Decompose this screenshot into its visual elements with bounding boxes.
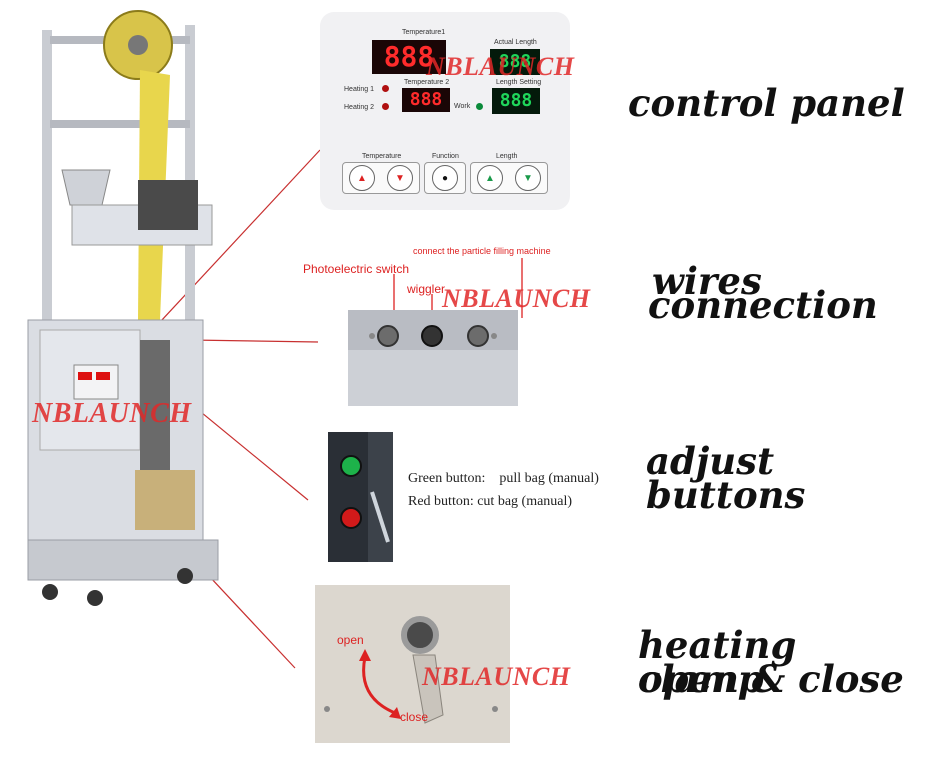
length-setting-label: Length Setting xyxy=(496,79,542,86)
heading-adjust-line2: buttons xyxy=(646,473,806,517)
temp2-label: Temperature 2 xyxy=(404,79,450,86)
temperature-controls: ▲ ▼ xyxy=(342,162,420,194)
heating1-label: Heating 1 xyxy=(344,86,374,93)
green-button-text: Green button: pull bag (manual) xyxy=(408,471,599,486)
wires-connection-image xyxy=(348,310,518,406)
watermark-control-panel: NBLAUNCH xyxy=(426,52,575,81)
work-label: Work xyxy=(454,103,471,110)
temperature-group-label: Temperature xyxy=(362,153,402,160)
temp1-label: Temperature1 xyxy=(402,29,446,36)
temperature-down-button[interactable]: ▼ xyxy=(387,165,413,191)
heating-clamp-image xyxy=(315,585,510,743)
work-led xyxy=(476,103,483,110)
heating2-led xyxy=(382,103,389,110)
clamp-open-label: open xyxy=(337,633,364,647)
temperature-up-button[interactable]: ▲ xyxy=(349,165,375,191)
particle-machine-label: connect the particle filling machine xyxy=(413,246,551,256)
length-controls: ▲ ▼ xyxy=(470,162,548,194)
heading-heating-line1: heating clamp xyxy=(638,623,797,701)
function-controls: ● xyxy=(424,162,466,194)
heading-heating-line2: open & close xyxy=(638,657,904,701)
photoelectric-switch-label: Photoelectric switch xyxy=(303,262,410,276)
wiggler-label: wiggler xyxy=(407,282,446,296)
heading-wires-line1: wires xyxy=(652,259,762,303)
actual-length-display: 888 xyxy=(490,49,540,75)
temp1-display: 888 xyxy=(372,40,446,74)
length-down-button[interactable]: ▼ xyxy=(515,165,541,191)
temp2-display: 888 xyxy=(402,88,450,112)
watermark-wires: NBLAUNCH xyxy=(442,284,591,313)
length-group-label: Length xyxy=(496,153,518,160)
actual-length-label: Actual Length xyxy=(494,39,537,46)
function-button[interactable]: ● xyxy=(432,165,458,191)
control-panel-image: Temperature1 888 Heating 1 Heating 2 Tem… xyxy=(320,12,570,210)
callout-line-wires xyxy=(189,339,319,343)
adjust-buttons-image xyxy=(328,432,393,562)
heating2-label: Heating 2 xyxy=(344,104,374,111)
heading-adjust-line1: adjust xyxy=(646,439,775,483)
heading-control-panel: control panel xyxy=(628,81,905,125)
watermark-clamp: NBLAUNCH xyxy=(422,662,571,691)
length-setting-display: 888 xyxy=(492,88,540,114)
heating1-led xyxy=(382,85,389,92)
red-button-text: Red button: cut bag (manual) xyxy=(408,494,573,509)
length-up-button[interactable]: ▲ xyxy=(477,165,503,191)
heading-wires-line2: connection xyxy=(648,283,878,327)
function-group-label: Function xyxy=(432,153,459,160)
watermark-machine: NBLAUNCH xyxy=(32,398,192,429)
clamp-close-label: close xyxy=(400,710,429,724)
packaging-machine-image xyxy=(10,0,225,610)
